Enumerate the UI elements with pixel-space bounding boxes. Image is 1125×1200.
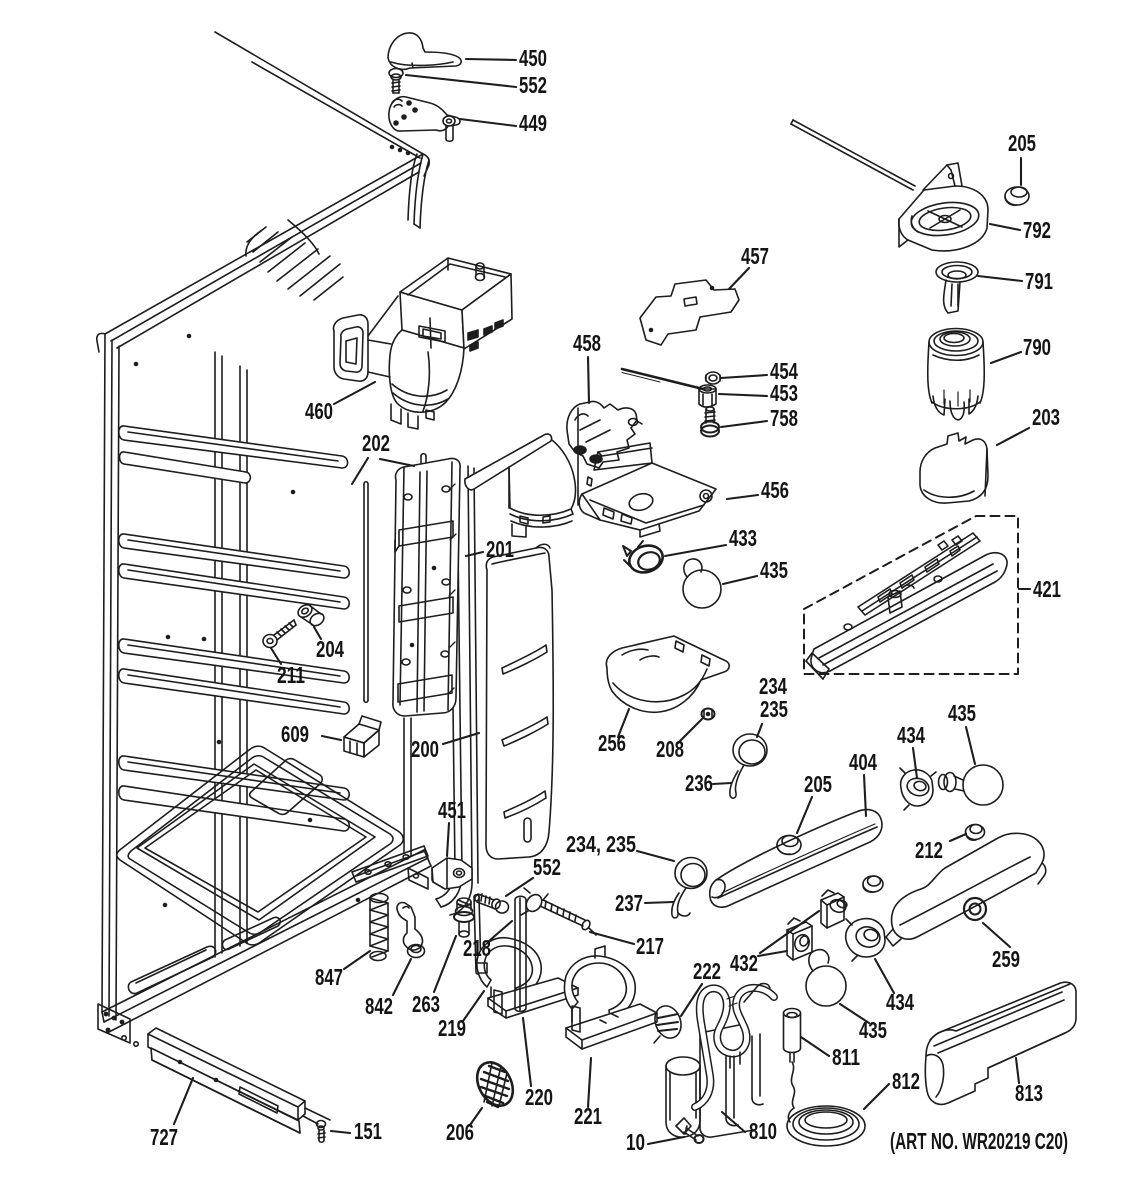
svg-text:218: 218 bbox=[463, 935, 491, 961]
svg-text:219: 219 bbox=[438, 1015, 466, 1041]
svg-text:811: 811 bbox=[832, 1044, 860, 1070]
svg-text:212: 212 bbox=[915, 837, 943, 863]
svg-text:813: 813 bbox=[1015, 1080, 1043, 1106]
svg-text:151: 151 bbox=[354, 1118, 382, 1144]
svg-text:451: 451 bbox=[438, 797, 466, 823]
svg-text:234, 235: 234, 235 bbox=[566, 831, 636, 857]
svg-text:220: 220 bbox=[525, 1084, 553, 1110]
svg-text:432: 432 bbox=[730, 950, 758, 976]
svg-text:792: 792 bbox=[1023, 217, 1051, 243]
svg-text:458: 458 bbox=[573, 330, 601, 356]
svg-text:460: 460 bbox=[305, 398, 333, 424]
svg-text:758: 758 bbox=[770, 405, 798, 431]
svg-text:404: 404 bbox=[849, 749, 877, 775]
svg-text:211: 211 bbox=[277, 662, 305, 688]
svg-text:205: 205 bbox=[1008, 130, 1036, 156]
svg-text:457: 457 bbox=[741, 243, 769, 269]
svg-text:435: 435 bbox=[859, 1017, 887, 1043]
svg-text:421: 421 bbox=[1033, 576, 1061, 602]
svg-text:237: 237 bbox=[615, 890, 643, 916]
svg-text:201: 201 bbox=[486, 536, 514, 562]
svg-text:263: 263 bbox=[412, 991, 440, 1017]
svg-text:552: 552 bbox=[519, 72, 547, 98]
svg-text:235: 235 bbox=[760, 696, 788, 722]
svg-text:434: 434 bbox=[886, 989, 914, 1015]
svg-text:435: 435 bbox=[948, 700, 976, 726]
svg-text:435: 435 bbox=[760, 557, 788, 583]
svg-text:10: 10 bbox=[626, 1129, 645, 1155]
svg-text:217: 217 bbox=[636, 933, 664, 959]
svg-text:791: 791 bbox=[1025, 268, 1053, 294]
svg-text:453: 453 bbox=[770, 380, 798, 406]
svg-text:205: 205 bbox=[804, 771, 832, 797]
svg-text:609: 609 bbox=[281, 721, 309, 747]
svg-text:202: 202 bbox=[362, 430, 390, 456]
svg-text:552: 552 bbox=[533, 854, 561, 880]
svg-text:(ART NO. WR20219 C20): (ART NO. WR20219 C20) bbox=[890, 1128, 1068, 1154]
svg-text:234: 234 bbox=[759, 673, 787, 699]
svg-text:433: 433 bbox=[729, 525, 757, 551]
svg-text:206: 206 bbox=[446, 1119, 474, 1145]
svg-text:204: 204 bbox=[316, 636, 344, 662]
svg-text:208: 208 bbox=[656, 736, 684, 762]
svg-text:434: 434 bbox=[897, 722, 925, 748]
svg-text:221: 221 bbox=[574, 1103, 602, 1129]
svg-text:842: 842 bbox=[365, 993, 393, 1019]
svg-text:790: 790 bbox=[1023, 334, 1051, 360]
svg-text:847: 847 bbox=[315, 964, 343, 990]
svg-text:727: 727 bbox=[150, 1124, 178, 1150]
svg-text:456: 456 bbox=[761, 477, 789, 503]
svg-text:236: 236 bbox=[685, 770, 713, 796]
svg-text:200: 200 bbox=[411, 736, 439, 762]
svg-text:203: 203 bbox=[1032, 404, 1060, 430]
svg-text:256: 256 bbox=[598, 730, 626, 756]
svg-text:812: 812 bbox=[892, 1068, 920, 1094]
svg-text:450: 450 bbox=[519, 45, 547, 71]
svg-text:259: 259 bbox=[992, 946, 1020, 972]
svg-text:454: 454 bbox=[770, 358, 798, 384]
svg-text:810: 810 bbox=[749, 1118, 777, 1144]
svg-text:449: 449 bbox=[519, 110, 547, 136]
svg-text:222: 222 bbox=[693, 958, 721, 984]
